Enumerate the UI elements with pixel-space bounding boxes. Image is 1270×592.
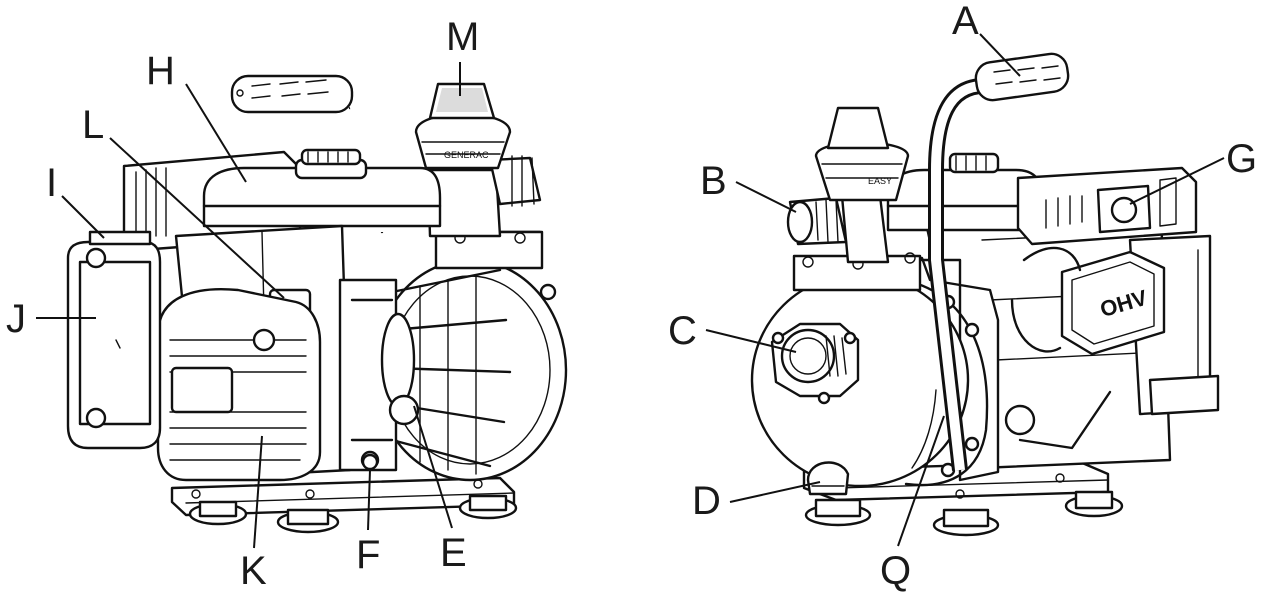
leader-A (979, 33, 1021, 77)
right-drain-plug (806, 461, 850, 496)
label-I: I (46, 161, 57, 205)
left-pump-view: GENERAC (66, 74, 568, 534)
label-A: A (952, 0, 979, 43)
right-suction-port (770, 322, 860, 405)
leader-H (185, 83, 247, 183)
label-F: F (356, 533, 380, 577)
leader-B (735, 181, 797, 213)
right-discharge-outlet: EASY (786, 106, 910, 264)
leader-F (367, 469, 371, 531)
leader-D (729, 481, 821, 503)
left-drain-plug (361, 453, 379, 471)
right-carry-handle (928, 52, 1070, 471)
left-base-frame (170, 476, 518, 534)
label-B: B (700, 159, 727, 203)
left-discharge-cap: GENERAC (414, 82, 542, 238)
label-H: H (146, 49, 175, 93)
label-K: K (240, 549, 267, 592)
label-Q: Q (880, 549, 911, 592)
left-pump-volute (372, 230, 568, 482)
leader-L (109, 137, 285, 299)
label-J: J (6, 297, 26, 341)
left-muffler-guard (66, 230, 162, 450)
right-air-filter-cover (1016, 166, 1198, 246)
left-cap-brand-text: GENERAC (444, 150, 489, 160)
leader-G (1129, 157, 1225, 205)
leader-I (61, 195, 105, 239)
callout-labels: M H L I J K F E A B G C D Q (6, 0, 1257, 592)
label-D: D (692, 479, 721, 523)
leader-E (413, 405, 453, 529)
label-M: M (446, 15, 479, 59)
leader-Q (897, 415, 945, 547)
leader-C (705, 329, 797, 353)
leader-lines (36, 33, 1225, 549)
right-pump-view: OHV (750, 52, 1220, 537)
label-G: G (1226, 137, 1257, 181)
right-valve-cover: OHV (1004, 246, 1166, 450)
label-E: E (440, 531, 467, 575)
leader-K (253, 435, 263, 549)
left-fuel-tank (202, 148, 442, 228)
label-C: C (668, 309, 697, 353)
right-cap-brand-text: EASY (868, 176, 892, 186)
label-L: L (82, 103, 104, 147)
left-recoil-starter (156, 288, 322, 482)
